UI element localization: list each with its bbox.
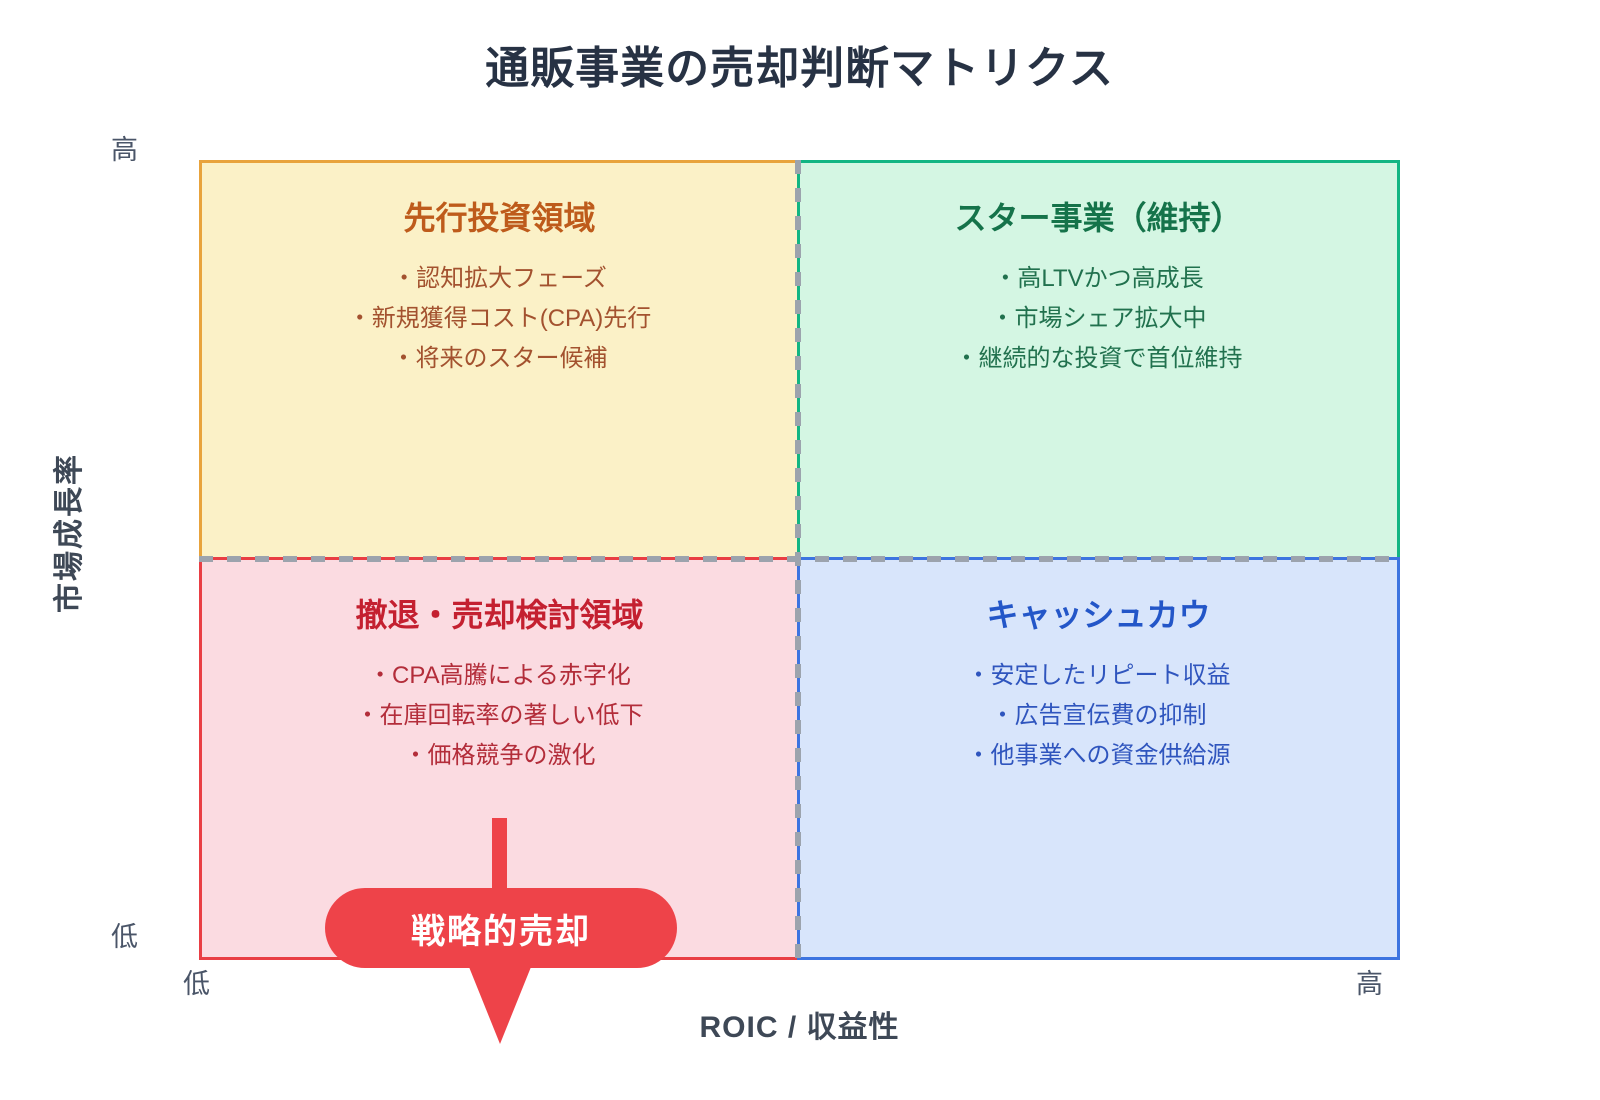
- y-axis-low-label: 低: [111, 922, 138, 952]
- bullet-item: ・将来のスター候補: [391, 345, 608, 372]
- y-axis-title: 市場成長率: [53, 453, 86, 613]
- quadrant-top-left: 先行投資領域 ・認知拡大フェーズ ・新規獲得コスト(CPA)先行 ・将来のスター…: [199, 160, 800, 560]
- bullet-item: ・継続的な投資で首位維持: [954, 345, 1243, 372]
- bullet-item: ・市場シェア拡大中: [990, 305, 1207, 332]
- x-axis-low-label: 低: [183, 969, 210, 999]
- quadrant-matrix: 先行投資領域 ・認知拡大フェーズ ・新規獲得コスト(CPA)先行 ・将来のスター…: [199, 160, 1400, 960]
- page-title: 通販事業の売却判断マトリクス: [485, 44, 1114, 93]
- center-vertical-dashed-divider: [795, 160, 801, 960]
- bullet-item: ・広告宣伝費の抑制: [990, 702, 1207, 729]
- y-axis-high-label: 高: [111, 135, 138, 165]
- bullet-item: ・新規獲得コスト(CPA)先行: [347, 305, 652, 332]
- bullet-item: ・高LTVかつ高成長: [993, 265, 1204, 292]
- bullet-item: ・認知拡大フェーズ: [392, 265, 607, 292]
- quadrant-bullet-list: ・高LTVかつ高成長 ・市場シェア拡大中 ・継続的な投資で首位維持: [955, 259, 1243, 379]
- bullet-item: ・在庫回転率の著しい低下: [355, 702, 644, 729]
- quadrant-title: 撤退・売却検討領域: [355, 597, 644, 633]
- quadrant-top-right: スター事業（維持） ・高LTVかつ高成長 ・市場シェア拡大中 ・継続的な投資で首…: [797, 160, 1400, 560]
- quadrant-title: キャッシュカウ: [986, 597, 1211, 633]
- quadrant-bottom-right: キャッシュカウ ・安定したリピート収益 ・広告宣伝費の抑制 ・他事業への資金供給…: [797, 557, 1400, 960]
- quadrant-title: スター事業（維持）: [954, 200, 1243, 236]
- quadrant-bullet-list: ・認知拡大フェーズ ・新規獲得コスト(CPA)先行 ・将来のスター候補: [348, 259, 652, 379]
- x-axis-title: ROIC / 収益性: [699, 1011, 900, 1044]
- callout-down-arrow: [467, 962, 533, 1044]
- bullet-item: ・CPA高騰による赤字化: [368, 662, 631, 689]
- bullet-item: ・他事業への資金供給源: [966, 742, 1231, 769]
- callout-stem: [492, 818, 507, 894]
- quadrant-title: 先行投資領域: [403, 200, 596, 236]
- strategic-sale-callout: 戦略的売却: [325, 888, 677, 968]
- bullet-item: ・価格競争の激化: [403, 742, 596, 769]
- quadrant-bullet-list: ・安定したリピート収益 ・広告宣伝費の抑制 ・他事業への資金供給源: [967, 656, 1231, 776]
- quadrant-bullet-list: ・CPA高騰による赤字化 ・在庫回転率の著しい低下 ・価格競争の激化: [356, 656, 644, 776]
- bullet-item: ・安定したリピート収益: [966, 662, 1231, 689]
- x-axis-high-label: 高: [1356, 969, 1383, 999]
